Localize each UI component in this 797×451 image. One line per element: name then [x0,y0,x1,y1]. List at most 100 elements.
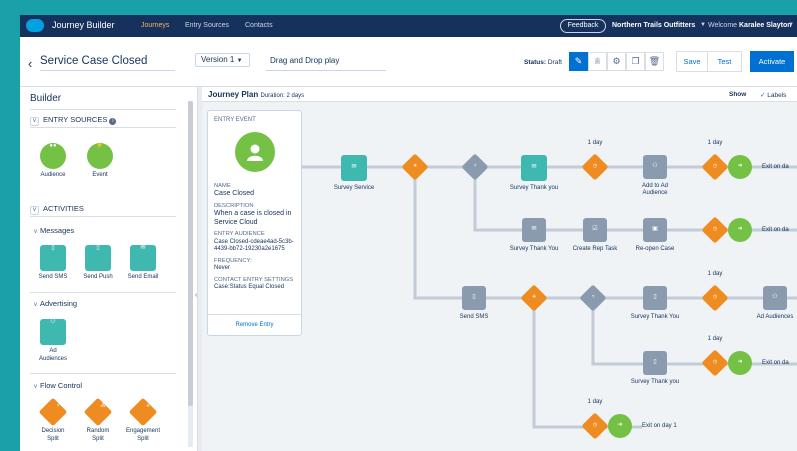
node-label: Create Rep Task [572,246,618,252]
palette-ad-audiences[interactable]: ⚇Ad Audiences [28,319,78,363]
palette-label: Send Email [127,274,159,280]
node-label: Survey Thank You [630,314,680,320]
plan-title: Journey Plan Duration: 2 days [208,90,304,99]
node-exit-5[interactable]: ➜ [605,414,635,442]
entry-event-card[interactable]: ENTRY EVENT NAME Case Closed DESCRIPTION… [207,110,302,336]
journey-builder-window: Journey Builder Journeys Entry Sources C… [20,15,797,451]
palette-send-email[interactable]: ✉Send Email [118,245,168,282]
palette-send-push[interactable]: ▯Send Push [73,245,123,282]
status-label: Status: [524,59,547,66]
node-label: Survey Thank you [630,379,680,385]
clock-icon: ◷ [581,153,609,181]
node-exit-1[interactable]: ➜ [725,155,755,183]
group-label: Advertising [40,299,78,308]
node-survey-thank-you-1[interactable]: ✉ Survey Thank you [499,155,569,192]
node-exit-4[interactable]: ➜ [725,351,755,379]
node-survey-thank-you-2[interactable]: ✉Survey Thank You [499,218,569,253]
palette-audience[interactable]: ●●Audience [28,143,78,180]
node-label: Add to Ad Audience [641,183,669,197]
entry-name-value: Case Closed [214,190,255,197]
journey-canvas[interactable]: Journey Plan Duration: 2 days Show ✓ Lab… [202,87,797,451]
node-label: Ad Audiences [756,314,794,320]
delete-trash-icon[interactable]: 🗑 [645,52,664,71]
scrollbar-thumb[interactable] [188,101,193,406]
edit-pencil-icon[interactable]: ✎ [569,52,588,71]
node-send-sms[interactable]: ▯Send SMS [439,286,509,321]
node-survey-thank-you-4[interactable]: ▯Survey Thank you [620,351,690,386]
palette-decision-split[interactable]: ?Decision Split [28,397,78,443]
nav-entry-sources[interactable]: Entry Sources [185,22,229,29]
entry-card-title: ENTRY EVENT [214,117,256,123]
sms-phone-icon: ▯ [40,245,66,271]
group-label: Flow Control [40,381,83,390]
collapse-chevron-left-icon[interactable]: ‹ [195,292,198,299]
welcome-user[interactable]: Welcome Karalee Slayton [708,22,792,29]
delay-label: 1 day [587,399,603,405]
palette-engagement-split[interactable]: ✳Engagement Split [118,397,168,443]
nav-journeys[interactable]: Journeys [141,22,170,29]
delay-label: 1 day [707,336,723,342]
app-name: Journey Builder [52,20,115,30]
org-name[interactable]: Northern Trails Outfitters [612,22,696,29]
org-chevron-down-icon[interactable]: ▼ [700,22,706,28]
divider [30,373,176,374]
test-button[interactable]: Test [707,51,742,72]
email-envelope-icon: ✉ [341,155,367,181]
check-icon: ✓ [760,92,766,99]
node-label: Survey Thank you [509,185,559,191]
sms-phone-icon: ▯ [462,286,486,310]
node-create-rep-task[interactable]: ☑Create Rep Task [560,218,630,253]
node-survey-service[interactable]: ✉Survey Service [319,155,389,192]
palette-label: Engagement Split [125,428,161,442]
entry-audience-value: Case Closed-cdeae4ad-5c3b-4439-bb72-1923… [214,238,294,253]
palette-send-sms[interactable]: ▯Send SMS [28,245,78,282]
version-select[interactable]: Version 1 ▼ [195,53,250,67]
case-briefcase-icon: ▣ [643,218,667,242]
journey-name-field[interactable]: Service Case Closed [40,51,175,71]
palette-event[interactable]: ⚡Event [75,143,125,180]
divider [30,292,176,293]
ad-audience-icon: ⚇ [643,155,667,179]
node-reopen-case[interactable]: ▣Re-open Case [620,218,690,253]
nav-contacts[interactable]: Contacts [245,22,273,29]
delay-label: 1 day [587,140,603,146]
entry-desc-label: DESCRIPTION [214,202,254,209]
palette-random-split[interactable]: ⁂Random Split [73,397,123,443]
chevron-down-icon[interactable]: v [30,117,39,126]
remove-entry-link[interactable]: Remove Entry [208,313,301,330]
save-button[interactable]: Save [676,51,708,72]
node-exit-2[interactable]: ➜ [725,218,755,246]
labels-toggle-label: Labels [767,92,787,99]
back-arrow-icon[interactable]: ‹ [28,56,33,71]
node-decision-split-2[interactable]: ? [558,284,628,314]
decision-question-icon: ? [579,284,607,312]
copy-icon[interactable]: ❐ [626,52,645,71]
goal-trophy-icon[interactable]: ♕ [588,52,607,71]
exit-label: Exit on da [762,360,789,366]
node-add-to-ad-audience[interactable]: ⚇ Add to Ad Audience [620,155,690,197]
decision-question-icon: ? [461,153,489,181]
email-envelope-icon: ✉ [521,155,547,181]
node-survey-thank-you-3[interactable]: ▯Survey Thank You [620,286,690,321]
chevron-down-icon[interactable]: v [30,206,39,215]
activate-button[interactable]: Activate [750,51,794,72]
user-chevron-down-icon[interactable]: ▼ [788,22,794,28]
journey-description-field[interactable]: Drag and Drop play [266,51,386,71]
ad-audience-icon: ⚇ [763,286,787,310]
engagement-click-icon: ✳ [520,284,548,312]
feedback-button[interactable]: Feedback [560,19,606,33]
show-label: Show [729,91,747,98]
info-icon[interactable]: i [109,118,117,125]
settings-gear-icon[interactable]: ⚙ [607,52,626,71]
sidebar-scrollbar[interactable] [188,101,193,447]
group-label: Messages [40,226,75,235]
journey-header: ‹ Service Case Closed Version 1 ▼ Drag a… [20,37,797,87]
node-ad-audiences[interactable]: ⚇ Ad Audiences [740,286,797,321]
panel-splitter[interactable] [198,87,202,451]
labels-toggle[interactable]: ✓ Labels [760,91,786,99]
